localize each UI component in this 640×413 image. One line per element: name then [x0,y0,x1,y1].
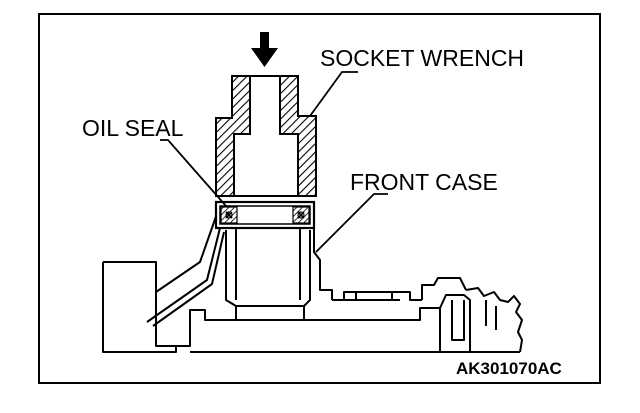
oil-seal [214,200,316,230]
figure-code: AK301070AC [456,359,562,378]
socket-wrench [215,75,317,197]
oil-seal-label: OIL SEAL [82,115,184,141]
front-case-label: FRONT CASE [350,169,498,195]
leader-lines [160,71,388,253]
front-case-leader [315,193,388,253]
oil-seal-leader [160,139,227,207]
socket-wrench-leader [309,71,358,117]
socket-wrench-label: SOCKET WRENCH [320,45,524,71]
push-arrow-icon [251,32,278,67]
figure-frame [38,13,601,384]
